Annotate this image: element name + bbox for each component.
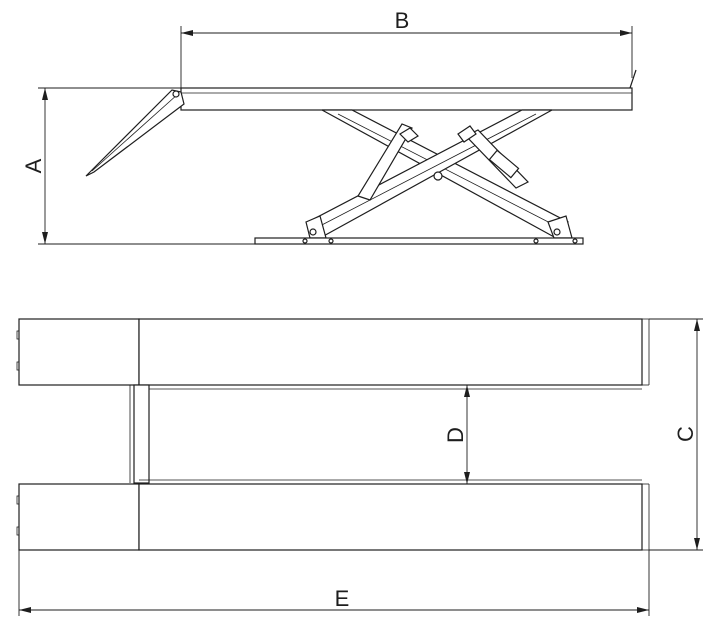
dimension-e: E (18, 550, 650, 616)
scissor-mechanism (305, 109, 573, 239)
base-plate-side (254, 237, 584, 245)
platform-side (180, 69, 637, 111)
side-view: B A (21, 8, 637, 245)
dimension-b: B (180, 8, 633, 88)
dimension-c: C (649, 318, 703, 551)
platform-upper (16, 318, 650, 390)
dimension-c-label: C (673, 426, 698, 442)
dimension-b-label: B (395, 8, 410, 33)
ramp-side (85, 89, 185, 177)
crossbar (129, 384, 150, 484)
platform-lower (16, 479, 650, 551)
dimension-d-label: D (443, 427, 468, 443)
top-view: D C E (16, 318, 703, 616)
dimension-e-label: E (335, 586, 350, 611)
dimension-d: D (443, 385, 470, 484)
dimension-a: A (21, 87, 255, 245)
dimension-a-label: A (21, 158, 46, 173)
